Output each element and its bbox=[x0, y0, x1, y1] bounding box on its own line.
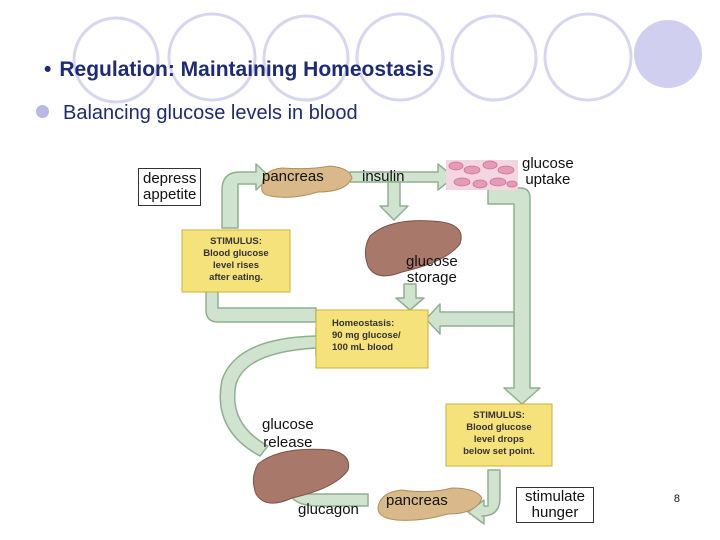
deco-circle bbox=[450, 14, 538, 102]
deco-circle bbox=[543, 12, 633, 102]
glucose-uptake-label: glucose uptake bbox=[522, 155, 574, 188]
stimulus-low-box bbox=[445, 403, 553, 467]
stimulate-hunger-label: stimulate hunger bbox=[516, 487, 595, 523]
arrow-right-down bbox=[487, 187, 541, 405]
glucose-storage-label: glucose storage bbox=[406, 253, 458, 286]
pancreas-top-label: pancreas bbox=[262, 168, 324, 185]
homeostasis-text: Homeostasis: 90 mg glucose/ 100 mL blood bbox=[332, 318, 401, 353]
title-text: Regulation: Maintaining Homeostasis bbox=[59, 58, 434, 81]
body-cells-image bbox=[446, 160, 518, 190]
glucose-release-label: glucose release bbox=[262, 416, 314, 451]
slide-number: 8 bbox=[673, 493, 680, 505]
bullet-dot-icon bbox=[36, 105, 49, 119]
deco-circle bbox=[262, 14, 350, 102]
liver-top-image bbox=[364, 220, 462, 277]
subtitle-text: Balancing glucose levels in blood bbox=[63, 102, 358, 124]
pancreas-top-image bbox=[261, 165, 353, 198]
slide-subtitle: Balancing glucose levels in blood bbox=[36, 102, 358, 125]
arrow-to-pancreas-top bbox=[221, 163, 271, 229]
glucagon-label: glucagon bbox=[298, 501, 359, 518]
deco-circle bbox=[72, 16, 160, 104]
title-bullet: • bbox=[44, 58, 52, 81]
insulin-label: insulin bbox=[362, 168, 405, 185]
arrow-into-homeostasis-right bbox=[425, 303, 515, 335]
arrow-to-pancreas-bottom bbox=[467, 469, 501, 525]
deco-circle-filled bbox=[634, 20, 702, 88]
liver-bottom-image bbox=[252, 448, 350, 504]
pancreas-bottom-image bbox=[377, 487, 483, 521]
depress-appetite-label: depress appetite bbox=[138, 168, 202, 206]
stimulus-high-box bbox=[181, 229, 291, 293]
arrow-storage-down bbox=[395, 283, 425, 311]
stimulus-high-text: STIMULUS: Blood glucose level rises afte… bbox=[203, 236, 269, 283]
homeostasis-box bbox=[315, 309, 429, 369]
pancreas-bottom-label: pancreas bbox=[386, 492, 448, 509]
deco-circle bbox=[167, 12, 257, 102]
deco-circle bbox=[355, 12, 445, 102]
slide-title: • Regulation: Maintaining Homeostasis bbox=[44, 58, 434, 82]
arrow-to-liver bbox=[379, 181, 409, 221]
stimulus-low-text: STIMULUS: Blood glucose level drops belo… bbox=[463, 410, 535, 457]
